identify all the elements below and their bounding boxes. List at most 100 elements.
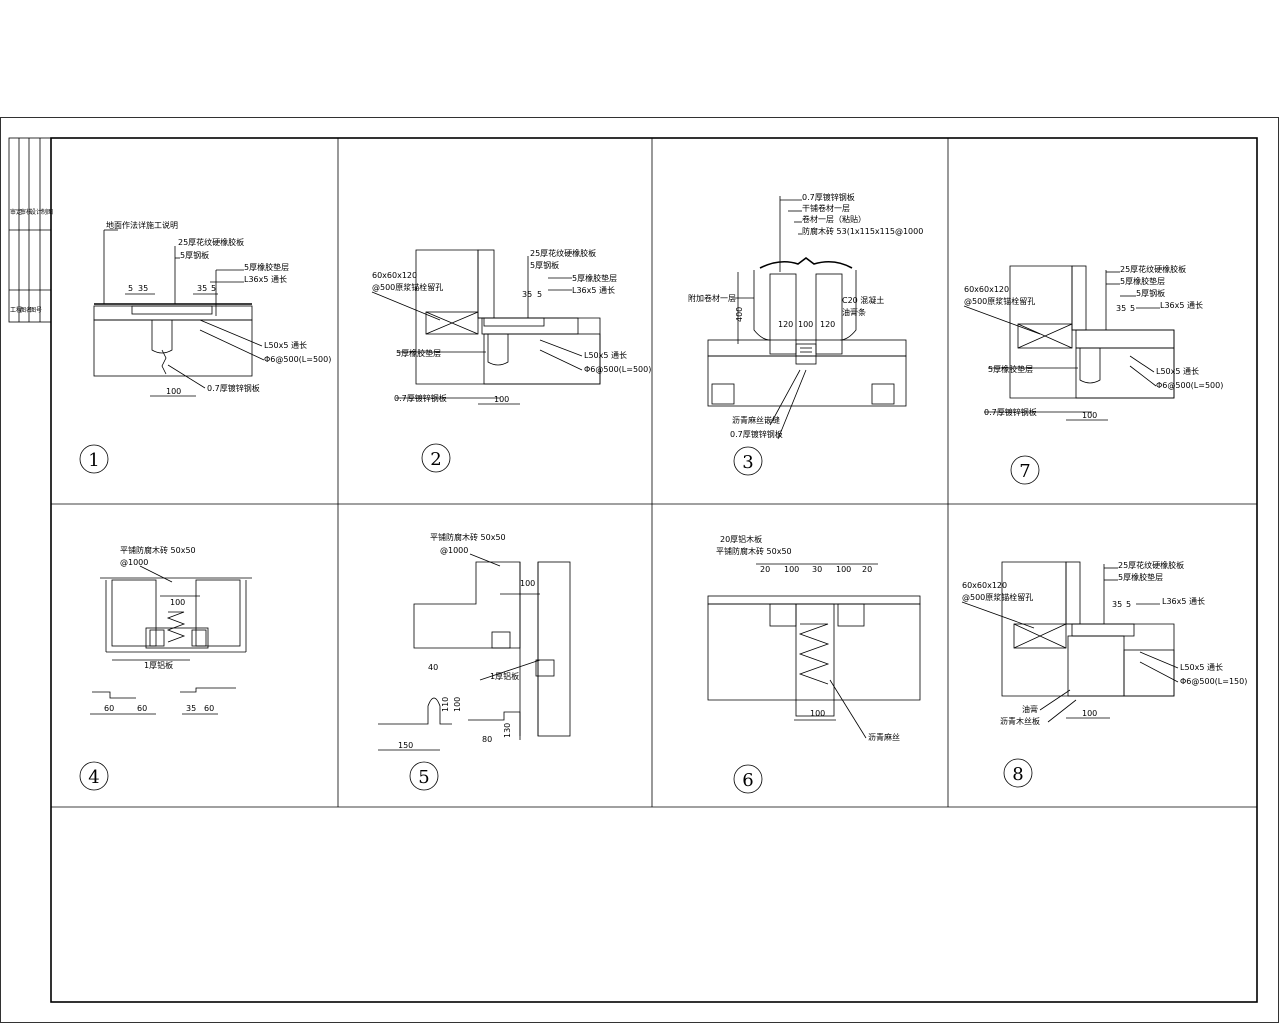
svg-text:100: 100 [453, 697, 462, 712]
svg-text:60: 60 [137, 704, 147, 713]
svg-text:附加卷材一层: 附加卷材一层 [688, 293, 736, 303]
svg-text:L36x5 通长: L36x5 通长 [1162, 596, 1205, 606]
svg-text:@500原浆锚栓留孔: @500原浆锚栓留孔 [964, 296, 1035, 306]
svg-text:干铺卷材一层: 干铺卷材一层 [802, 203, 850, 213]
svg-text:L36x5 通长: L36x5 通长 [572, 285, 615, 295]
detail-5: 100 平铺防腐木砖 50x50 @1000 1厚铝板 40 110 100 8… [378, 532, 571, 791]
svg-text:0.7厚镀锌钢板: 0.7厚镀锌钢板 [802, 192, 855, 202]
svg-text:60: 60 [104, 704, 114, 713]
svg-text:100: 100 [494, 395, 509, 404]
svg-text:@500原浆锚栓留孔: @500原浆锚栓留孔 [372, 282, 443, 292]
svg-text:5厚钢板: 5厚钢板 [180, 250, 209, 260]
svg-text:60x60x120: 60x60x120 [372, 271, 417, 280]
svg-text:5厚橡胶垫层: 5厚橡胶垫层 [988, 364, 1033, 374]
svg-text:100: 100 [810, 709, 825, 718]
svg-text:0.7厚镀锌钢板: 0.7厚镀锌钢板 [207, 383, 260, 393]
svg-text:120: 120 [778, 320, 793, 329]
svg-text:0.7厚镀锌钢板: 0.7厚镀锌钢板 [984, 407, 1037, 417]
detail-1: 地面作法详施工说明 25厚花纹硬橡胶板 5厚钢板 5厚橡胶垫层 L36x5 通长… [79, 220, 331, 474]
svg-text:油膏条: 油膏条 [842, 307, 866, 317]
svg-text:@500原浆锚栓留孔: @500原浆锚栓留孔 [962, 592, 1033, 602]
svg-text:1厚铝板: 1厚铝板 [144, 660, 173, 670]
svg-text:5: 5 [128, 284, 133, 293]
svg-text:25厚花纹硬橡胶板: 25厚花纹硬橡胶板 [1118, 560, 1184, 570]
svg-text:0.7厚镀锌钢板: 0.7厚镀锌钢板 [394, 393, 447, 403]
svg-text:100: 100 [170, 598, 185, 607]
svg-text:5厚钢板: 5厚钢板 [530, 260, 559, 270]
svg-text:35: 35 [186, 704, 196, 713]
svg-text:0.7厚镀锌钢板: 0.7厚镀锌钢板 [730, 429, 783, 439]
svg-text:100: 100 [520, 579, 535, 588]
outer-frame [0, 117, 1279, 1023]
svg-text:20: 20 [862, 565, 872, 574]
svg-text:2: 2 [430, 449, 441, 470]
svg-text:25厚花纹硬橡胶板: 25厚花纹硬橡胶板 [530, 248, 596, 258]
svg-text:5: 5 [537, 290, 542, 299]
svg-text:5厚橡胶垫层: 5厚橡胶垫层 [1118, 572, 1163, 582]
svg-text:30: 30 [812, 565, 822, 574]
svg-text:平铺防腐木砖 50x50: 平铺防腐木砖 50x50 [430, 532, 506, 542]
svg-text:35: 35 [1116, 304, 1126, 313]
svg-text:沥青麻丝: 沥青麻丝 [868, 732, 900, 742]
svg-text:1: 1 [88, 450, 99, 471]
detail-6: 20厚铝木板 平铺防腐木砖 50x50 20 100 30 100 20 100… [707, 534, 921, 794]
svg-text:40: 40 [428, 663, 438, 672]
svg-text:5: 5 [211, 284, 216, 293]
svg-text:5厚橡胶垫层: 5厚橡胶垫层 [572, 273, 617, 283]
detail-8: 60x60x120 @500原浆锚栓留孔 25厚花纹硬橡胶板 5厚橡胶垫层 L3… [961, 560, 1247, 788]
svg-text:100: 100 [1082, 709, 1097, 718]
svg-text:110: 110 [441, 697, 450, 712]
svg-text:沥青麻丝嵌缝: 沥青麻丝嵌缝 [732, 415, 780, 425]
svg-text:@1000: @1000 [440, 546, 468, 555]
svg-text:L50x5 通长: L50x5 通长 [1180, 662, 1223, 672]
svg-text:35: 35 [197, 284, 207, 293]
svg-text:100: 100 [798, 320, 813, 329]
svg-text:Φ6@500(L=500): Φ6@500(L=500) [1156, 381, 1223, 390]
svg-text:60: 60 [204, 704, 214, 713]
svg-text:1厚铝板: 1厚铝板 [490, 671, 519, 681]
svg-text:L50x5 通长: L50x5 通长 [1156, 366, 1199, 376]
svg-text:5: 5 [1126, 600, 1131, 609]
title-block: 审定 审核 设计 制图 工程 图名 图号 [8, 137, 53, 323]
svg-text:L36x5 通长: L36x5 通长 [244, 274, 287, 284]
svg-text:100: 100 [836, 565, 851, 574]
svg-text:25厚花纹硬橡胶板: 25厚花纹硬橡胶板 [178, 237, 244, 247]
svg-text:5厚橡胶垫层: 5厚橡胶垫层 [244, 262, 289, 272]
svg-text:平铺防腐木砖 50x50: 平铺防腐木砖 50x50 [716, 546, 792, 556]
inner-frame [50, 137, 1258, 1003]
svg-text:5: 5 [418, 767, 429, 788]
svg-text:油膏: 油膏 [1022, 704, 1038, 714]
svg-text:Φ6@500(L=500): Φ6@500(L=500) [264, 355, 331, 364]
svg-text:35: 35 [138, 284, 148, 293]
svg-text:Φ6@500(L=150): Φ6@500(L=150) [1180, 677, 1247, 686]
svg-text:120: 120 [820, 320, 835, 329]
svg-text:35: 35 [1112, 600, 1122, 609]
svg-text:400: 400 [735, 307, 744, 322]
svg-text:C20 混凝土: C20 混凝土 [842, 295, 884, 305]
svg-text:L36x5 通长: L36x5 通长 [1160, 300, 1203, 310]
svg-text:工程: 工程 [10, 306, 22, 314]
svg-text:地面作法详施工说明: 地面作法详施工说明 [106, 220, 178, 230]
svg-text:100: 100 [784, 565, 799, 574]
svg-text:平铺防腐木砖 50x50: 平铺防腐木砖 50x50 [120, 545, 196, 555]
svg-text:100: 100 [166, 387, 181, 396]
svg-text:60x60x120: 60x60x120 [964, 285, 1009, 294]
detail-4: 100 平铺防腐木砖 50x50 @1000 1厚铝板 60 60 35 60 … [79, 545, 252, 791]
detail-2: 25厚花纹硬橡胶板 5厚钢板 60x60x120 @500原浆锚栓留孔 5厚橡胶… [371, 248, 651, 473]
svg-text:100: 100 [1082, 411, 1097, 420]
svg-text:60x60x120: 60x60x120 [962, 581, 1007, 590]
svg-text:图号: 图号 [30, 307, 42, 314]
svg-text:35: 35 [522, 290, 532, 299]
svg-text:150: 150 [398, 741, 413, 750]
svg-text:8: 8 [1012, 764, 1023, 785]
svg-text:防腐木砖 53(1x115x115@1000: 防腐木砖 53(1x115x115@1000 [802, 226, 923, 236]
svg-text:审核: 审核 [20, 208, 32, 216]
detail-3: 0.7厚镀锌钢板 干铺卷材一层 卷材一层（粘贴） 防腐木砖 53(1x115x1… [688, 192, 923, 476]
svg-text:5厚橡胶垫层: 5厚橡胶垫层 [1120, 276, 1165, 286]
svg-text:图名: 图名 [20, 306, 32, 314]
svg-text:L50x5 通长: L50x5 通长 [584, 350, 627, 360]
svg-text:设计: 设计 [30, 208, 42, 216]
svg-text:审定: 审定 [10, 208, 22, 216]
svg-text:5厚橡胶垫层: 5厚橡胶垫层 [396, 348, 441, 358]
svg-text:Φ6@500(L=500): Φ6@500(L=500) [584, 365, 651, 374]
